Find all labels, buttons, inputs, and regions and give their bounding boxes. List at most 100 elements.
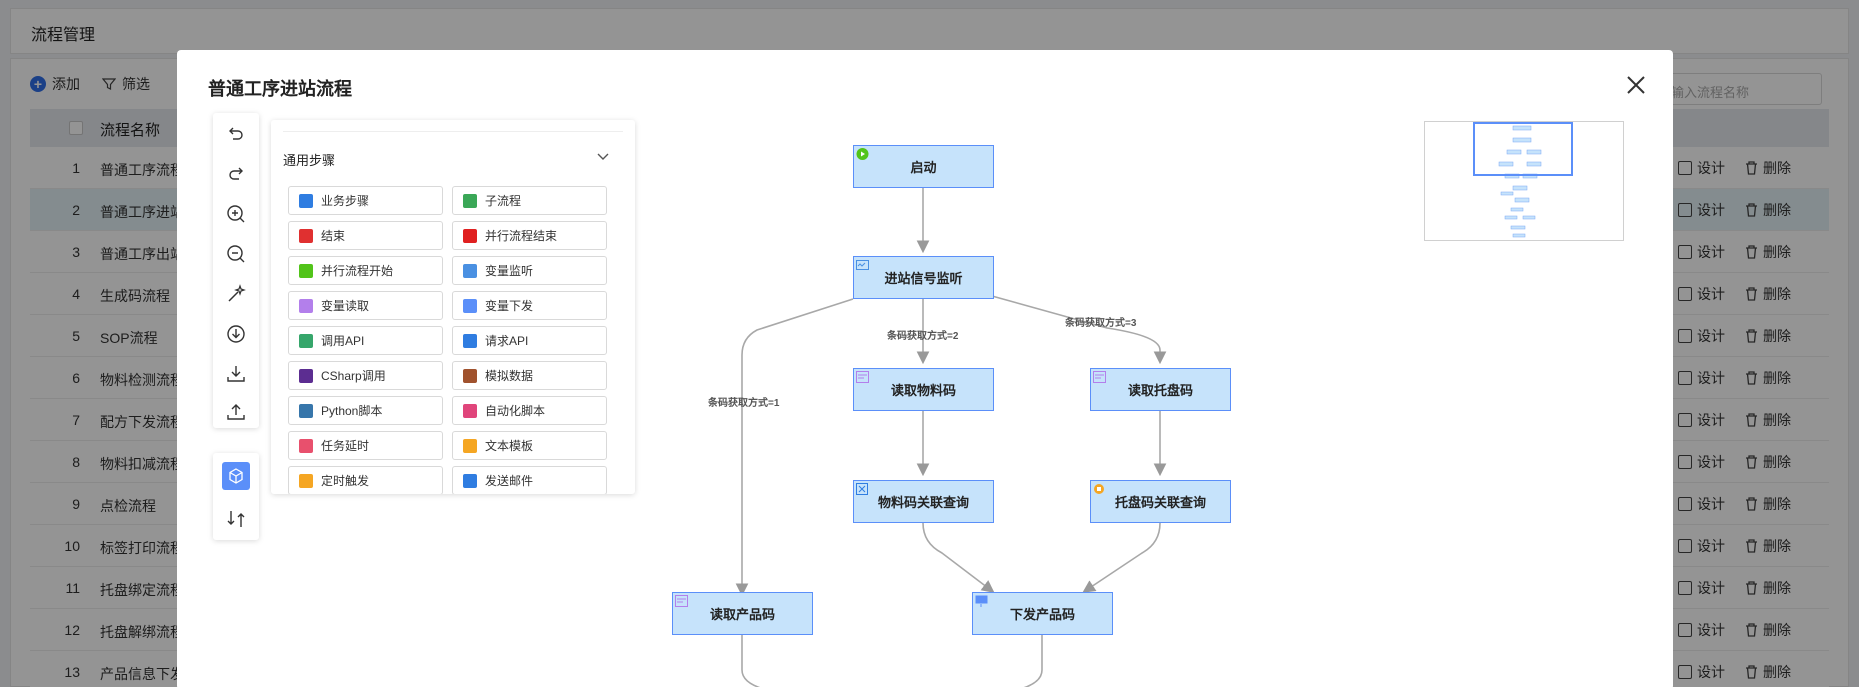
- delete-button[interactable]: 删除: [1745, 242, 1791, 262]
- zoom-out-button[interactable]: [223, 241, 249, 267]
- delete-button[interactable]: 删除: [1745, 368, 1791, 388]
- step-item[interactable]: 模拟数据: [452, 361, 607, 390]
- select-all-checkbox[interactable]: [69, 121, 83, 135]
- design-icon: [1678, 623, 1692, 637]
- add-label: 添加: [52, 76, 80, 92]
- transfer-button[interactable]: [223, 506, 249, 532]
- search-input[interactable]: 输入流程名称: [1660, 73, 1822, 105]
- row-name: 物料检测流程: [100, 372, 184, 388]
- step-label: 变量监听: [485, 264, 534, 278]
- step-label: 子流程: [485, 194, 522, 208]
- step-icon: [299, 368, 313, 383]
- node-start[interactable]: 启动: [853, 145, 994, 188]
- step-item[interactable]: 子流程: [452, 186, 607, 215]
- step-label: 变量读取: [321, 299, 370, 313]
- design-icon: [1678, 455, 1692, 469]
- step-item[interactable]: 变量读取: [288, 291, 443, 320]
- step-item[interactable]: 文本模板: [452, 431, 607, 460]
- delete-button[interactable]: 删除: [1745, 620, 1791, 640]
- design-button[interactable]: 设计: [1678, 410, 1725, 430]
- step-item[interactable]: 发送邮件: [452, 466, 607, 494]
- delete-button[interactable]: 删除: [1745, 494, 1791, 514]
- step-item[interactable]: 自动化脚本: [452, 396, 607, 425]
- delete-button[interactable]: 删除: [1745, 578, 1791, 598]
- row-actions: 设计删除: [1678, 200, 1791, 220]
- delete-button[interactable]: 删除: [1745, 536, 1791, 556]
- redo-button[interactable]: [223, 161, 249, 187]
- import-button[interactable]: [223, 399, 249, 425]
- step-item[interactable]: CSharp调用: [288, 361, 443, 390]
- design-button[interactable]: 设计: [1678, 158, 1725, 178]
- swap-icon: [227, 511, 245, 527]
- delete-button[interactable]: 删除: [1745, 284, 1791, 304]
- design-button[interactable]: 设计: [1678, 620, 1725, 640]
- step-item[interactable]: 定时触发: [288, 466, 443, 494]
- step-label: 请求API: [485, 334, 529, 348]
- row-name: 生成码流程: [100, 288, 170, 304]
- design-button[interactable]: 设计: [1678, 578, 1725, 598]
- delete-label: 删除: [1763, 370, 1791, 386]
- delete-label: 删除: [1763, 538, 1791, 554]
- export-button[interactable]: [223, 361, 249, 387]
- step-item[interactable]: 变量下发: [452, 291, 607, 320]
- node-read-material[interactable]: 读取物料码: [853, 368, 994, 411]
- delete-label: 删除: [1763, 496, 1791, 512]
- node-material-query[interactable]: 物料码关联查询: [853, 480, 994, 523]
- minimap-viewport[interactable]: [1473, 122, 1573, 176]
- design-button[interactable]: 设计: [1678, 242, 1725, 262]
- delete-button[interactable]: 删除: [1745, 326, 1791, 346]
- steps-panel-toggle[interactable]: [222, 462, 250, 490]
- auto-layout-button[interactable]: [223, 281, 249, 307]
- step-item[interactable]: 结束: [288, 221, 443, 250]
- step-item[interactable]: Python脚本: [288, 396, 443, 425]
- minimap[interactable]: [1424, 121, 1624, 241]
- design-button[interactable]: 设计: [1678, 200, 1725, 220]
- step-item[interactable]: 请求API: [452, 326, 607, 355]
- delete-button[interactable]: 删除: [1745, 410, 1791, 430]
- node-label: 下发产品码: [1009, 607, 1075, 622]
- step-item[interactable]: 并行流程开始: [288, 256, 443, 285]
- trash-icon: [1746, 539, 1757, 553]
- design-button[interactable]: 设计: [1678, 494, 1725, 514]
- step-item[interactable]: 业务步骤: [288, 186, 443, 215]
- download-circle-button[interactable]: [223, 321, 249, 347]
- design-button[interactable]: 设计: [1678, 536, 1725, 556]
- node-send-product[interactable]: 下发产品码: [972, 592, 1113, 635]
- delete-button[interactable]: 删除: [1745, 200, 1791, 220]
- zoom-in-button[interactable]: [223, 201, 249, 227]
- add-button[interactable]: + 添加: [30, 74, 80, 94]
- delete-button[interactable]: 删除: [1745, 452, 1791, 472]
- step-label: 调用API: [321, 334, 365, 348]
- step-item[interactable]: 调用API: [288, 326, 443, 355]
- flow-designer-modal: 普通工序进站流程: [177, 50, 1673, 687]
- design-label: 设计: [1697, 496, 1725, 512]
- design-button[interactable]: 设计: [1678, 662, 1725, 682]
- node-signal-listen[interactable]: 进站信号监听: [853, 256, 994, 299]
- row-index: 8: [72, 454, 80, 470]
- filter-button[interactable]: 筛选: [102, 74, 150, 94]
- delete-label: 删除: [1763, 580, 1791, 596]
- step-item[interactable]: 任务延时: [288, 431, 443, 460]
- trash-icon: [1746, 455, 1757, 469]
- design-button[interactable]: 设计: [1678, 284, 1725, 304]
- undo-button[interactable]: [223, 121, 249, 147]
- design-button[interactable]: 设计: [1678, 326, 1725, 346]
- flow-canvas[interactable]: 启动 进站信号监听 读取物料码 读取托盘码 物料码关联查询 托盘码关联查询 读取…: [177, 50, 1673, 687]
- design-button[interactable]: 设计: [1678, 368, 1725, 388]
- close-button[interactable]: [1623, 72, 1649, 98]
- node-tray-query[interactable]: 托盘码关联查询: [1090, 480, 1231, 523]
- design-icon: [1678, 287, 1692, 301]
- design-button[interactable]: 设计: [1678, 452, 1725, 472]
- node-label: 读取产品码: [709, 607, 775, 622]
- row-name: 配方下发流程: [100, 414, 184, 430]
- node-read-product[interactable]: 读取产品码: [672, 592, 813, 635]
- delete-label: 删除: [1763, 412, 1791, 428]
- delete-button[interactable]: 删除: [1745, 158, 1791, 178]
- delete-button[interactable]: 删除: [1745, 662, 1791, 682]
- node-read-tray[interactable]: 读取托盘码: [1090, 368, 1231, 411]
- collapse-button[interactable]: [595, 148, 611, 164]
- node-label: 物料码关联查询: [877, 495, 969, 510]
- step-item[interactable]: 并行流程结束: [452, 221, 607, 250]
- trash-icon: [1746, 287, 1757, 301]
- step-item[interactable]: 变量监听: [452, 256, 607, 285]
